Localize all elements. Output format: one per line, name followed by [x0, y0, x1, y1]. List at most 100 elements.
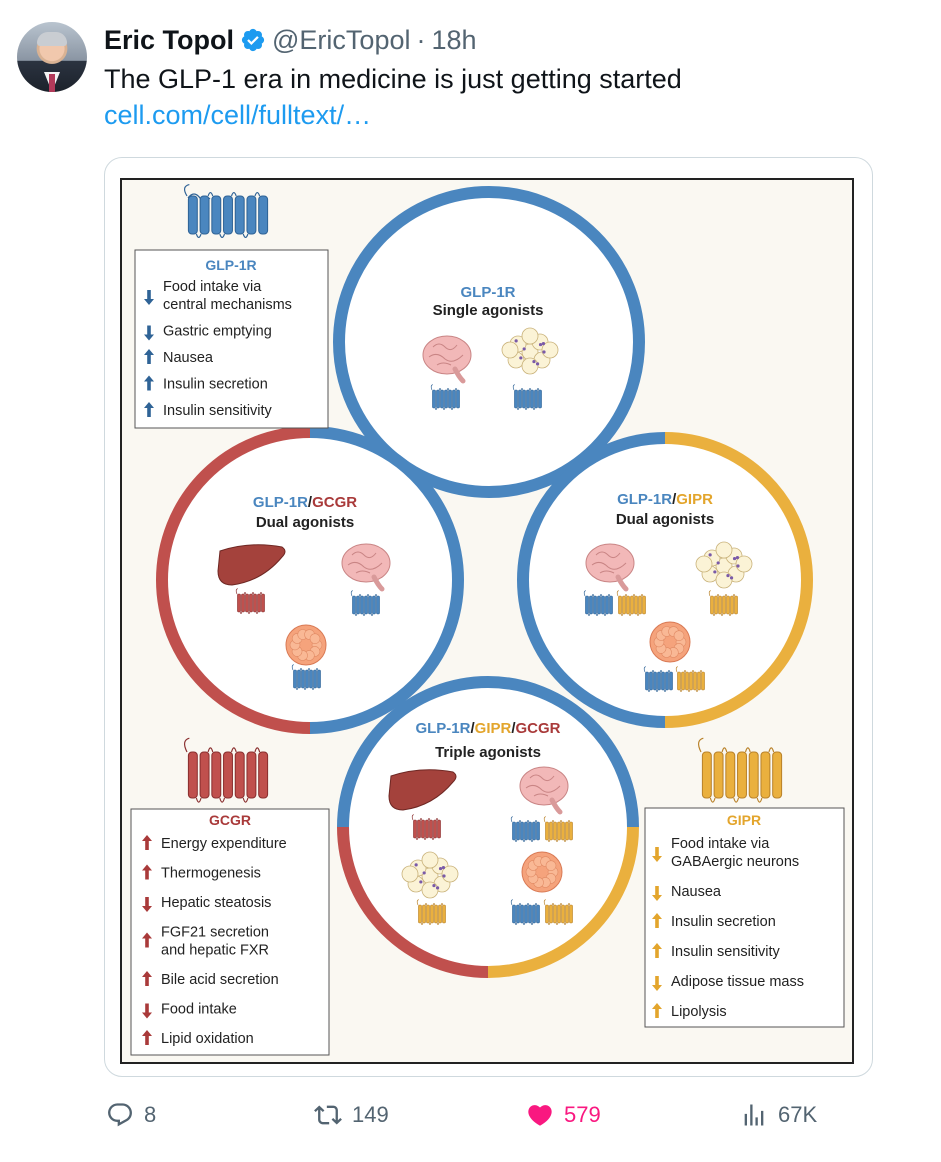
single-brain-receptor-icon — [430, 384, 460, 410]
header-separator: · — [416, 24, 426, 55]
repost-button[interactable]: 149 — [314, 1098, 389, 1132]
author-avatar[interactable] — [17, 22, 87, 92]
heart-icon — [528, 1105, 552, 1126]
gipr_box-arrow-1-down-icon — [652, 886, 662, 901]
gipr_box-item-4-line-0: Adipose tissue mass — [671, 974, 804, 990]
gcgr_box-item-0-line-0: Energy expenditure — [161, 836, 287, 852]
triple-fat-receptor-icon — [416, 899, 446, 925]
gcgr-receptor-helices — [183, 737, 269, 803]
triple-label-b: GIPR — [475, 720, 512, 737]
triple-fat-icon — [401, 851, 459, 899]
gcgr-effects-box: GCGR Energy expenditureThermogenesisHepa… — [130, 808, 330, 1056]
gipr_box-arrow-2-up-icon — [652, 913, 662, 928]
agonist-figure[interactable]: GLP-1R Single agonists GLP-1R/GCGR Dual … — [120, 178, 854, 1064]
gipr_box-arrow-3-up-icon — [652, 943, 662, 958]
author-handle[interactable]: @EricTopol — [272, 24, 411, 55]
dual-gipr-fat-icon — [695, 541, 753, 589]
gipr-box-title: GIPR — [727, 812, 761, 828]
avatar-tie — [49, 74, 55, 92]
gipr-receptor-helices — [697, 737, 783, 803]
gipr_box-item-1-line-0: Nausea — [671, 884, 722, 900]
triple-liver-icon — [388, 769, 457, 811]
organ-illustrations — [217, 327, 753, 925]
glp1r_box-item-4-line-0: Insulin sensitivity — [163, 403, 273, 419]
gcgr_box-arrow-1-up-icon — [142, 864, 152, 880]
triple-islet-icon — [521, 851, 563, 893]
gcgr_box-arrow-5-down-icon — [142, 1003, 152, 1019]
dual-gipr-islet-glp1r-icon — [643, 666, 673, 692]
gcgr_box-item-6-line-0: Lipid oxidation — [161, 1031, 254, 1047]
triple-liver-receptor-icon — [411, 814, 441, 840]
dual-gipr-fat-receptor-icon — [708, 590, 738, 616]
glp1r_box-arrow-1-down-icon — [144, 325, 154, 341]
single-title: GLP-1R — [460, 284, 515, 301]
dual-gcgr-label-b: GCGR — [312, 494, 357, 511]
triple-title: GLP-1R/GIPR/GCGR — [415, 720, 560, 737]
gcgr_box-arrow-0-up-icon — [142, 835, 152, 850]
glp1r_box-item-1-line-0: Gastric emptying — [163, 324, 272, 340]
author-name[interactable]: Eric Topol — [104, 24, 235, 55]
dual-gipr-label-a: GLP-1R — [617, 491, 672, 508]
glp1r-receptor-icon — [183, 184, 269, 239]
single-fat-receptor-icon — [512, 384, 542, 410]
gipr_box-item-5-line-0: Lipolysis — [671, 1004, 727, 1020]
dual-gcgr-brain-icon — [341, 543, 391, 592]
gipr_box-item-0-line-1: GABAergic neurons — [671, 854, 799, 870]
dual-gipr-slash: / — [672, 491, 677, 508]
reply-count: 8 — [144, 1102, 157, 1127]
glp1r_box-arrow-2-up-icon — [144, 349, 154, 364]
verified-badge-icon[interactable] — [240, 27, 266, 53]
triple-agonist-circle — [337, 676, 639, 978]
gcgr_box-item-1-line-0: Thermogenesis — [161, 866, 261, 882]
repost-icon — [314, 1105, 342, 1125]
gcgr_box-item-3-line-0: FGF21 secretion — [161, 925, 269, 941]
gipr_box-arrow-0-down-icon — [652, 847, 662, 862]
triple-islet-glp1r-icon — [510, 899, 540, 925]
gcgr_box-item-4-line-0: Bile acid secretion — [161, 972, 279, 988]
tweet-timestamp[interactable]: 18h — [431, 24, 477, 55]
triple-brain-gipr-icon — [543, 816, 573, 842]
glp1r_box-item-3-line-0: Insulin secretion — [163, 377, 268, 393]
dual-gcgr-label-a: GLP-1R — [253, 494, 308, 511]
dual-gcgr-brain-receptor-icon — [350, 590, 380, 616]
dual-gcgr-islet-receptor-icon — [291, 664, 321, 690]
gipr_box-arrow-4-down-icon — [652, 976, 662, 991]
gipr_box-arrow-5-up-icon — [652, 1003, 662, 1018]
dual-gipr-label-b: GIPR — [676, 491, 713, 508]
reply-icon — [108, 1103, 132, 1127]
gcgr_box-item-2-line-0: Hepatic steatosis — [161, 895, 271, 911]
single-agonist-circle — [333, 186, 645, 498]
dual-gcgr-title: GLP-1R/GCGR — [253, 494, 357, 511]
avatar-hair — [37, 32, 67, 46]
glp1r_box-arrow-3-up-icon — [144, 375, 154, 391]
like-button[interactable]: 579 — [526, 1098, 601, 1132]
tweet-link[interactable]: cell.com/cell/fulltext/… — [104, 100, 372, 130]
gcgr_box-arrow-3-up-icon — [142, 932, 152, 948]
views-chart-icon — [744, 1104, 764, 1126]
dual-gipr-title: GLP-1R/GIPR — [617, 491, 713, 508]
reply-button[interactable]: 8 — [106, 1098, 156, 1132]
gcgr-box-title: GCGR — [209, 812, 251, 828]
triple-subtitle: Triple agonists — [435, 744, 541, 761]
glp1r-box-title: GLP-1R — [205, 257, 256, 273]
gcgr-receptor-icon — [183, 737, 269, 803]
glp1r_box-item-0-line-1: central mechanisms — [163, 297, 292, 313]
dual-gipr-brain-gipr-icon — [616, 590, 646, 616]
like-count: 579 — [564, 1102, 601, 1127]
tweet-text: The GLP-1 era in medicine is just gettin… — [104, 64, 682, 94]
triple-brain-icon — [519, 766, 569, 815]
gcgr_box-arrow-6-up-icon — [142, 1030, 152, 1045]
gcgr_box-item-5-line-0: Food intake — [161, 1002, 237, 1018]
view-count: 67K — [778, 1102, 818, 1127]
views-button[interactable]: 67K — [740, 1098, 817, 1132]
dual-gipr-islet-icon — [649, 621, 691, 663]
single-subtitle: Single agonists — [433, 302, 544, 319]
glp1r_box-arrow-4-up-icon — [144, 402, 154, 417]
gcgr_box-arrow-4-up-icon — [142, 971, 152, 986]
dual-gipr-subtitle: Dual agonists — [616, 511, 714, 528]
tweet-header: Eric Topol @EricTopol · 18h — [104, 24, 477, 55]
dual-gcgr-circle — [156, 426, 464, 734]
gipr_box-item-0-line-0: Food intake via — [671, 836, 770, 852]
gcgr_box-arrow-2-down-icon — [142, 897, 152, 912]
